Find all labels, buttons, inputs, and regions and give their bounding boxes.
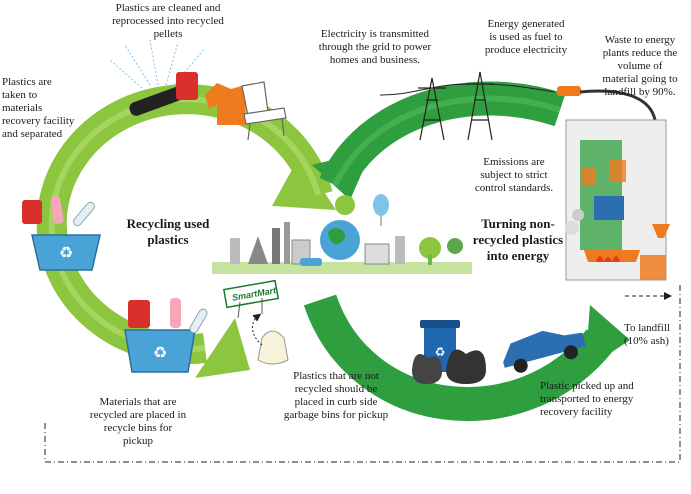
jerrycan-icon bbox=[176, 72, 198, 100]
car-icon bbox=[503, 330, 586, 373]
label-recycle-bins: Materials that are recycled are placed i… bbox=[68, 396, 208, 448]
label-cleaned: Plastics are cleaned and reprocessed int… bbox=[96, 2, 240, 41]
label-electricity: Electricity is transmitted through the g… bbox=[300, 28, 450, 67]
label-line: and separated bbox=[2, 128, 63, 140]
store-sign bbox=[222, 279, 280, 319]
label-emissions: Emissions are subject to strict control … bbox=[466, 156, 562, 195]
garbage-bag-icon bbox=[446, 349, 486, 384]
label-waste-energy: Waste to energy plants reduce the volume… bbox=[590, 34, 690, 99]
label-line: Plastics that are not bbox=[293, 370, 379, 382]
chair-icon bbox=[241, 81, 287, 141]
title-line: Recycling used bbox=[126, 216, 210, 231]
globe-icon bbox=[320, 220, 360, 260]
label-line: control standards. bbox=[474, 182, 554, 194]
label-line: Waste to energy bbox=[604, 34, 676, 46]
label-energy-fuel: Energy generated is used as fuel to prod… bbox=[468, 18, 584, 57]
store-bag-icon bbox=[257, 330, 289, 365]
energy-loop bbox=[303, 81, 630, 422]
label-line: Plastics are bbox=[2, 76, 52, 88]
label-line: recovery facility bbox=[540, 406, 613, 418]
label-line: landfill by 90%. bbox=[604, 86, 676, 98]
label-line: material going to bbox=[602, 73, 678, 85]
label-line: Materials that are bbox=[99, 396, 177, 408]
car-small-icon bbox=[300, 258, 322, 266]
recycling-loop-arrowhead-bottom bbox=[195, 318, 250, 378]
power-plant-icon bbox=[557, 86, 667, 281]
bottle-icon bbox=[73, 201, 95, 227]
label-line: volume of bbox=[617, 60, 663, 72]
tree-icon bbox=[335, 195, 355, 215]
shirt-icon bbox=[205, 83, 253, 125]
label-line: Energy generated bbox=[487, 18, 565, 30]
label-line: placed in curb side bbox=[294, 396, 378, 408]
title-line: Turning non- bbox=[481, 216, 555, 231]
garbage-bag-icon bbox=[412, 354, 442, 384]
title-line: recycled plastics bbox=[472, 232, 564, 247]
label-line: garbage bins for pickup bbox=[283, 409, 389, 421]
label-line: plants reduce the bbox=[602, 47, 678, 59]
label-pickup: Plastic picked up and transported to ene… bbox=[540, 380, 670, 419]
bottle-icon bbox=[170, 298, 181, 328]
label-line: is used as fuel to bbox=[489, 31, 563, 43]
title-line: plastics bbox=[147, 232, 189, 247]
label-landfill: To landfill (10% ash) bbox=[624, 322, 690, 348]
label-line: recovery facility bbox=[2, 115, 75, 127]
label-line: recycle bins for bbox=[103, 422, 173, 434]
recycling-loop-arrowhead-top bbox=[272, 155, 336, 210]
label-line: To landfill bbox=[624, 322, 670, 334]
label-line: reprocessed into recycled bbox=[112, 15, 224, 27]
recycling-loop bbox=[36, 84, 336, 378]
label-line: transported to energy bbox=[540, 393, 634, 405]
label-line: recycled should be bbox=[294, 383, 378, 395]
svg-text:♻: ♻ bbox=[435, 345, 446, 359]
city-icon bbox=[212, 222, 472, 274]
svg-text:♻: ♻ bbox=[59, 243, 73, 262]
label-mrf: Plastics are taken to materials recovery… bbox=[2, 76, 102, 141]
label-line: homes and business. bbox=[329, 54, 421, 66]
label-line: (10% ash) bbox=[624, 335, 669, 347]
label-line: produce electricity bbox=[484, 44, 568, 56]
energy-loop-arrowhead-bottom bbox=[585, 305, 630, 370]
label-line: Emissions are bbox=[483, 156, 545, 168]
jerrycan-icon bbox=[128, 300, 150, 328]
label-line: recycled are placed in bbox=[89, 409, 187, 421]
energy-title: Turning non- recycled plastics into ener… bbox=[462, 216, 574, 264]
label-line: Plastic picked up and bbox=[540, 380, 634, 392]
title-line: into energy bbox=[486, 248, 550, 263]
recycle-bin-icon: ♻ bbox=[124, 329, 196, 373]
label-line: pellets bbox=[153, 28, 183, 40]
label-line: subject to strict bbox=[480, 169, 548, 181]
label-line: taken to bbox=[2, 89, 38, 101]
power-tower-icon bbox=[418, 71, 494, 141]
label-line: materials bbox=[2, 102, 43, 114]
label-line: Plastics are cleaned and bbox=[115, 2, 221, 14]
label-line: through the grid to power bbox=[318, 41, 432, 53]
jerrycan-icon bbox=[22, 200, 42, 224]
power-line bbox=[379, 83, 556, 96]
landfill-return-line bbox=[44, 285, 681, 463]
bottle-icon bbox=[189, 308, 208, 334]
balloon-icon bbox=[373, 194, 389, 226]
flame-icon bbox=[596, 256, 620, 262]
cup-icon bbox=[652, 224, 670, 238]
bottle-icon bbox=[50, 195, 64, 225]
label-line: Electricity is transmitted bbox=[320, 28, 430, 40]
bag-arrow bbox=[252, 313, 263, 346]
recycling-title: Recycling used plastics bbox=[118, 216, 218, 248]
svg-text:♻: ♻ bbox=[153, 343, 167, 362]
label-garbage-bins: Plastics that are not recycled should be… bbox=[268, 370, 404, 422]
label-line: pickup bbox=[123, 435, 153, 447]
recycle-bin-icon: ♻ bbox=[31, 234, 101, 271]
